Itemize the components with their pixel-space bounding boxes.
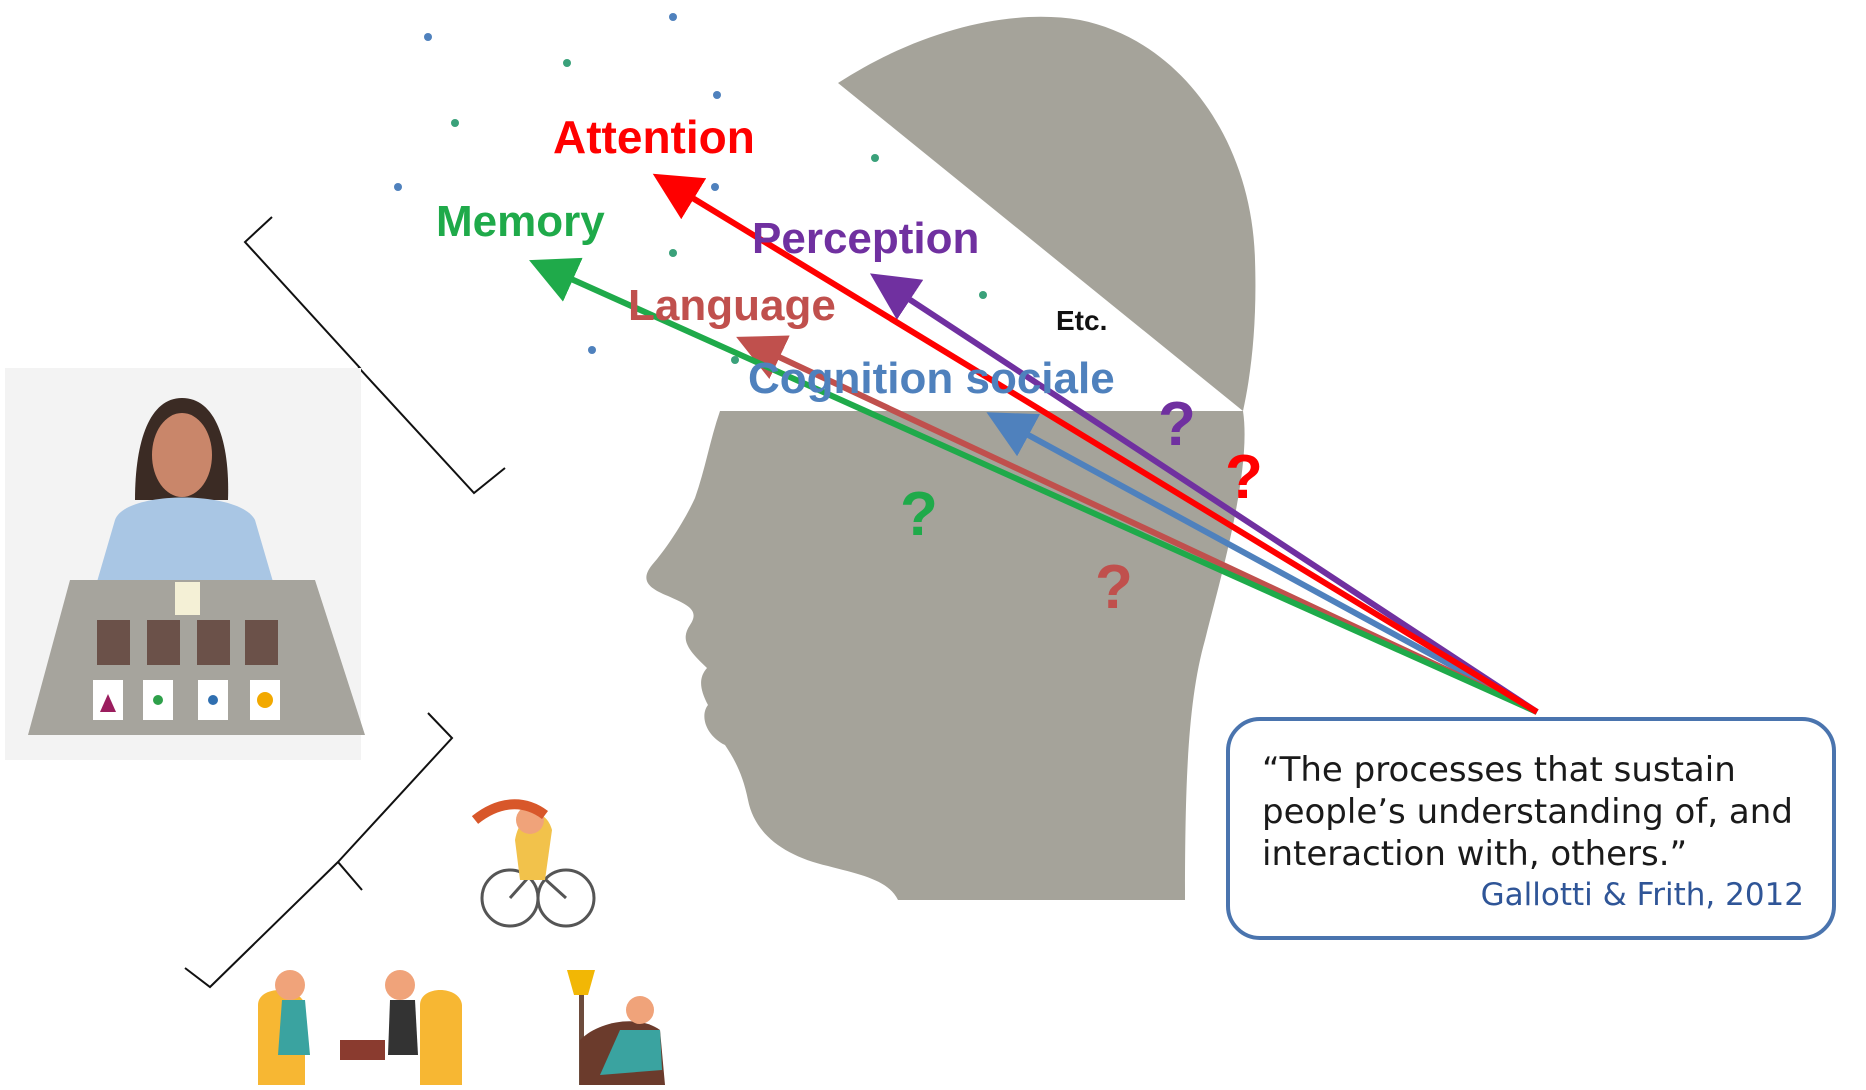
arrow-to-attention bbox=[652, 173, 1539, 715]
label-attention: Attention bbox=[553, 111, 755, 163]
question-mark-attention: ? bbox=[1225, 443, 1263, 512]
question-mark-language: ? bbox=[1095, 553, 1133, 622]
quote-citation: Gallotti & Frith, 2012 bbox=[1480, 877, 1804, 913]
label-perception: Perception bbox=[752, 214, 979, 263]
label-etc: Etc. bbox=[1056, 305, 1107, 336]
arrow-to-memory bbox=[529, 257, 1539, 715]
scattered-dots bbox=[394, 13, 987, 364]
head-lid bbox=[838, 16, 1256, 411]
question-mark-perception: ? bbox=[1158, 390, 1196, 459]
lower-bracket bbox=[184, 712, 454, 989]
quote-box: “The processes that sustain people’s und… bbox=[1226, 717, 1836, 940]
question-mark-memory: ? bbox=[900, 480, 938, 549]
label-memory: Memory bbox=[436, 197, 605, 246]
head-silhouette bbox=[646, 411, 1245, 900]
arrow-to-perception bbox=[869, 273, 1539, 715]
arrow-to-cognition-sociale bbox=[986, 412, 1539, 715]
process-arrows bbox=[529, 173, 1539, 715]
label-language: Language bbox=[628, 281, 836, 330]
leisure-activities-illustration bbox=[258, 799, 665, 1085]
quote-text: “The processes that sustain people’s und… bbox=[1262, 750, 1793, 874]
card-sorting-illustration bbox=[5, 368, 365, 760]
label-cognition-sociale: Cognition sociale bbox=[748, 354, 1115, 403]
